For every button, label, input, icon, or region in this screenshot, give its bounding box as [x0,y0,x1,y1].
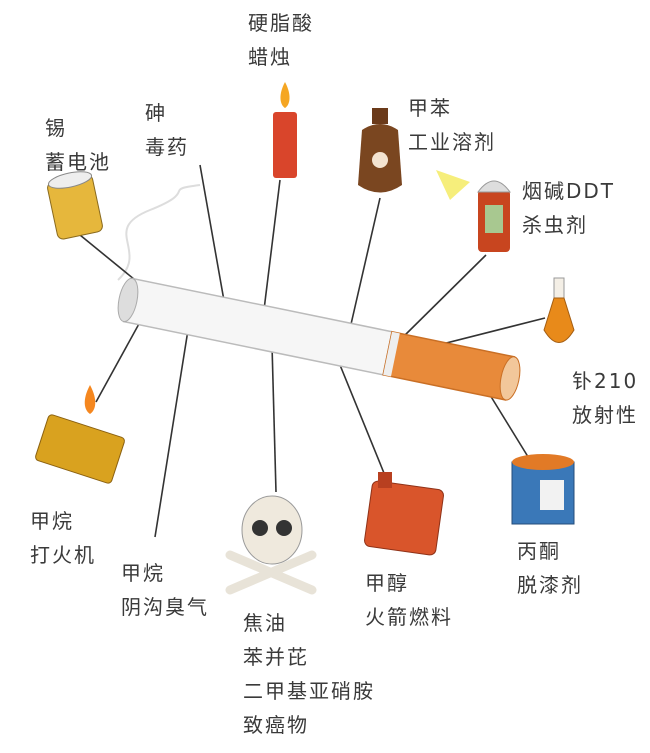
label-sewer: 甲烷 阴沟臭气 [121,556,209,624]
spray-can-icon [436,170,511,252]
skull-crossbones-icon [225,495,317,595]
label-arsenic: 砷 毒药 [145,96,189,164]
label-line: 火箭燃料 [365,605,453,629]
label-tar: 焦油 苯并芘 二甲基亚硝胺 致癌物 [243,606,375,742]
label-line: 打火机 [30,543,96,567]
label-battery: 锡 蓄电池 [45,111,111,179]
battery-icon [47,171,103,240]
label-line: 砷 [145,101,167,125]
poison-bottle-icon [358,108,402,193]
label-line: 甲醇 [365,571,409,595]
label-toluene: 甲苯 工业溶剂 [408,91,496,159]
label-line: 致癌物 [243,713,309,737]
label-polonium: 钋210 放射性 [572,364,638,432]
label-line: 杀虫剂 [522,213,588,237]
label-insecticide: 烟碱DDT 杀虫剂 [522,174,615,242]
label-acetone: 丙酮 脱漆剂 [517,534,583,602]
label-line: 工业溶剂 [408,130,496,154]
label-line: 放射性 [572,403,638,427]
line-insecticide [399,254,487,341]
candle-icon [273,82,297,178]
label-line: 烟碱DDT [522,179,616,203]
cigarette-icon [117,277,521,401]
label-methanol: 甲醇 火箭燃料 [365,566,453,634]
line-tar [271,344,277,493]
label-line: 甲苯 [408,96,452,120]
label-line: 丙酮 [517,539,561,563]
lighter-icon [35,385,125,484]
line-acetone [489,394,531,461]
label-line: 甲烷 [30,509,74,533]
line-toluene [345,197,381,347]
label-lighter: 甲烷 打火机 [30,504,96,572]
line-lighter [95,321,141,403]
label-line: 锡 [45,116,67,140]
line-sewer [154,329,189,538]
connector-lines [79,164,546,538]
label-line: 硬脂酸 [248,11,314,35]
label-line: 焦油 [243,611,287,635]
label-line: 二甲基亚硝胺 [243,679,375,703]
line-candle [261,179,281,327]
line-methanol [339,364,387,479]
label-candle: 硬脂酸 蜡烛 [248,6,314,74]
label-line: 阴沟臭气 [121,595,209,619]
label-line: 甲烷 [121,561,165,585]
label-line: 钋210 [572,369,639,393]
label-line: 蜡烛 [248,45,292,69]
fuel-can-icon [364,472,444,556]
label-line: 蓄电池 [45,150,111,174]
flask-icon [543,277,575,343]
label-line: 脱漆剂 [517,573,583,597]
label-line: 苯并芘 [243,645,309,669]
paint-can-icon [511,454,575,525]
smoke-icon [117,184,201,281]
line-arsenic [199,164,227,313]
label-line: 毒药 [145,135,189,159]
